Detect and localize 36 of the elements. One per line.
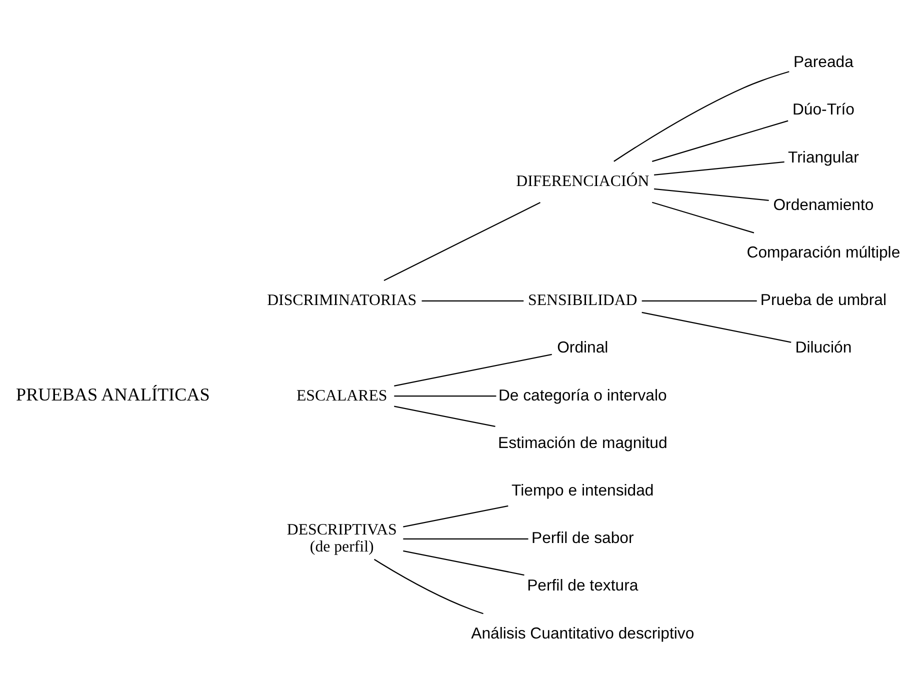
node-text: Tiempo e intensidad — [512, 482, 654, 500]
node-text: Ordinal — [557, 340, 608, 357]
node-text: Perfil de sabor — [532, 530, 634, 548]
node-text: ESCALARES — [296, 387, 388, 404]
connector — [654, 161, 784, 176]
node-text: DISCRIMINATORIAS — [267, 292, 417, 310]
node-text: Ordenamiento — [773, 196, 874, 214]
node-text: Dúo-Trío — [792, 102, 854, 119]
connector — [374, 558, 484, 614]
connector — [403, 505, 508, 528]
connector — [614, 71, 790, 162]
connector — [652, 120, 788, 162]
connector — [654, 188, 769, 201]
node-text: Comparación múltiple — [746, 244, 900, 262]
node-text: Prueba de umbral — [760, 292, 886, 310]
connector — [403, 538, 528, 540]
connector — [642, 300, 757, 302]
node-text: Estimación de magnitud — [498, 434, 668, 452]
connector — [403, 550, 524, 576]
node-text: Pareada — [793, 54, 854, 72]
node-text: De categoría o intervalo — [498, 387, 667, 404]
connector — [394, 406, 496, 428]
node-text: DESCRIPTIVAS (de perfil) — [286, 522, 397, 556]
node-text: DIFERENCIACIÓN — [516, 173, 650, 190]
connector — [394, 396, 496, 397]
node-text: Dilución — [795, 340, 852, 357]
connector — [652, 202, 754, 234]
connector — [422, 300, 524, 302]
connector — [642, 312, 792, 343]
node-text: SENSIBILIDAD — [528, 292, 638, 310]
node-text: Triangular — [788, 149, 859, 166]
node-text: Análisis Cuantitativo descriptivo — [471, 625, 694, 642]
connector — [394, 354, 552, 386]
connector — [384, 202, 540, 281]
label: PRUEBAS ANALÍTICAS — [16, 384, 210, 404]
node-text: Perfil de textura — [527, 578, 638, 595]
